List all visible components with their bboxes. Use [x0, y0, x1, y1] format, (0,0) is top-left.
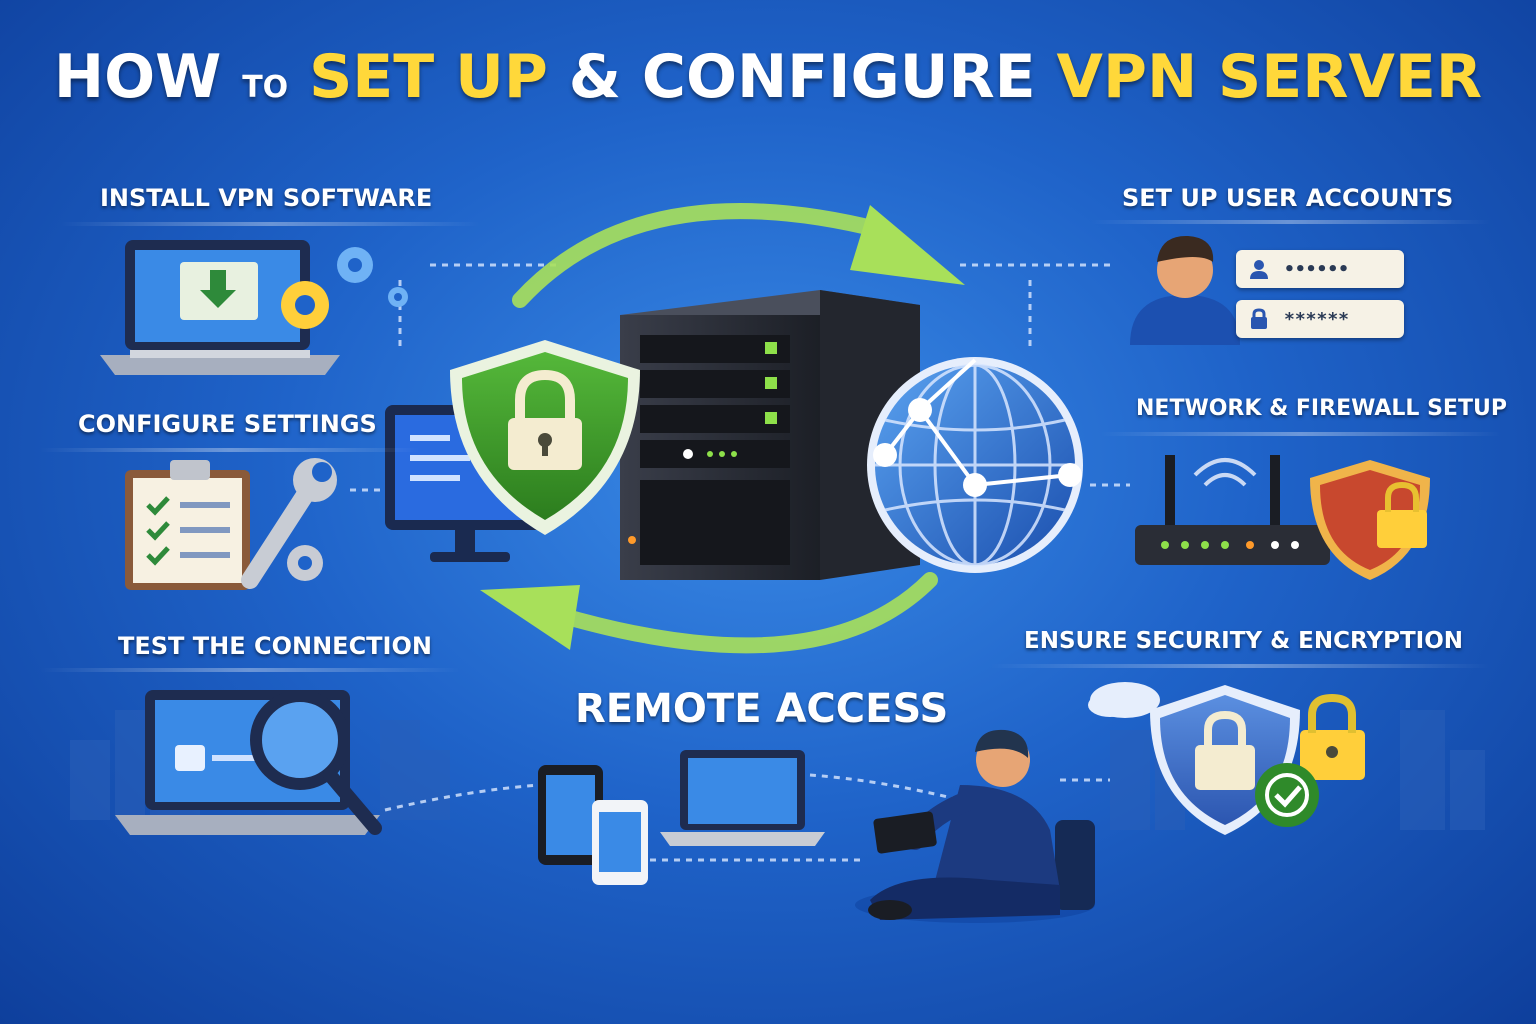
laptop-download-icon [100, 240, 340, 375]
remote-access-label: REMOTE ACCESS [575, 686, 949, 732]
security-shield-icon [1150, 685, 1300, 835]
divider-band [990, 664, 1490, 668]
password-mask: ****** [1284, 308, 1350, 330]
username-mask: •••••• [1284, 258, 1350, 280]
step-accounts-label: SET UP USER ACCOUNTS [1122, 184, 1454, 212]
password-field: ****** [1236, 300, 1404, 338]
padlock-icon [1300, 693, 1365, 780]
gear-icon [281, 281, 329, 329]
city-skyline-left [70, 710, 450, 820]
divider-band [40, 448, 420, 452]
step-configure-label: CONFIGURE SETTINGS [78, 410, 377, 438]
lock-icon [1251, 308, 1267, 329]
divider-band [1100, 432, 1500, 436]
title-amp: & [568, 42, 622, 112]
title-vpn-server: VPN SERVER [1056, 42, 1483, 112]
page-title: HOW TO SET UP & CONFIGURE VPN SERVER [0, 42, 1536, 112]
person-with-tablet-icon [855, 729, 1095, 923]
step-network-label: NETWORK & FIREWALL SETUP [1136, 396, 1507, 421]
user-icon [1250, 260, 1268, 279]
tablet-icon [592, 800, 648, 885]
connector-remote [809, 773, 961, 802]
title-to: TO [242, 70, 289, 105]
server-icon [620, 290, 920, 580]
title-configure: CONFIGURE [641, 42, 1036, 112]
firewall-shield-icon [1310, 460, 1430, 580]
checkmark-icon [1255, 763, 1319, 827]
clipboard-checklist-icon [125, 460, 250, 590]
laptop-small-icon [660, 750, 825, 846]
gear-icon [337, 247, 408, 307]
shield-lock-icon [450, 340, 640, 535]
title-how: HOW [53, 42, 222, 112]
arrow-bottom-icon [480, 572, 938, 654]
divider-band [40, 668, 460, 672]
step-test-label: TEST THE CONNECTION [118, 632, 432, 660]
arrow-top-icon [512, 203, 965, 308]
step-install-label: INSTALL VPN SOFTWARE [100, 184, 433, 212]
router-icon [1135, 455, 1330, 565]
user-avatar-icon [1130, 235, 1240, 345]
divider-band [1090, 220, 1490, 224]
step-security-label: ENSURE SECURITY & ENCRYPTION [1024, 628, 1463, 654]
username-field: •••••• [1236, 250, 1404, 288]
divider-band [60, 222, 480, 226]
title-setup: SET UP [309, 42, 548, 112]
phone-icon [538, 765, 603, 865]
cloud-icon [1088, 682, 1160, 718]
gear-icon [287, 545, 323, 581]
wrench-icon [241, 458, 337, 589]
globe-network-icon [867, 357, 1083, 573]
laptop-magnifier-icon [115, 690, 382, 835]
